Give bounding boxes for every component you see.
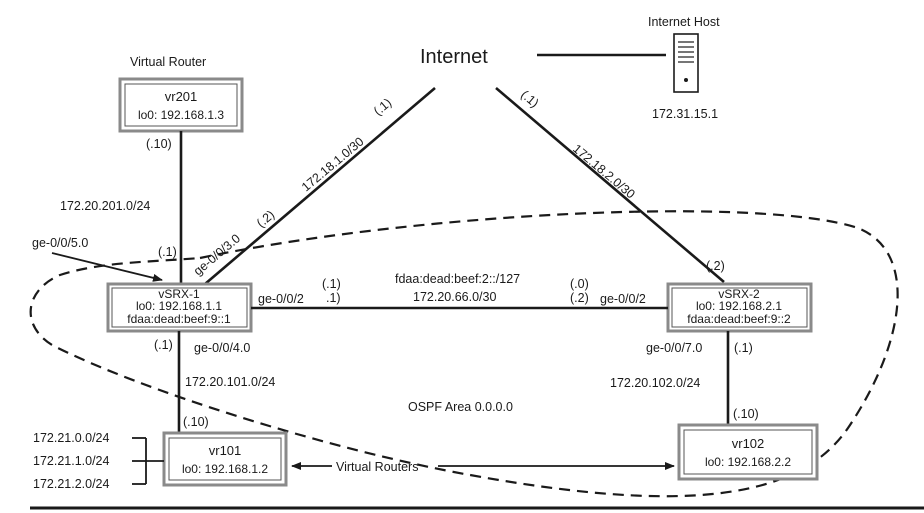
vr102-host-id: (.10) [733,407,759,421]
link-internet-to-vsrx2 [495,87,725,283]
vr101-attached-subnet: 172.21.1.0/24 [33,454,110,468]
vr102-node[interactable]: vr102 lo0: 192.168.2.2 [677,423,819,481]
internet-host-ip: 172.31.15.1 [652,107,718,121]
internet-host-title: Internet Host [648,15,720,29]
vsrx1-interface-ge-0-0-2: ge-0/0/2 [258,292,304,306]
internet-label: Internet [420,46,488,68]
vr201-host-id: (.10) [146,137,172,151]
virtual-routers-label: Virtual Routers [336,460,418,474]
internet-link2-top-host: (.1) [518,88,541,111]
vr101-name: vr101 [209,443,242,458]
internet-link1-subnet: 172.18.1.0/30 [299,134,367,194]
vr102-name: vr102 [732,436,765,451]
vr201-node[interactable]: vr201 lo0: 192.168.1.3 [118,77,244,133]
ge-0-0-5-arrow [51,252,163,282]
vr101-host-id: (.10) [183,415,209,429]
vsrx2-node[interactable]: vSRX-2 lo0: 192.168.2.1 fdaa:dead:beef:9… [666,282,813,333]
vsrx2-ipv6: fdaa:dead:beef:9::2 [687,312,791,326]
vsrx2-down-host-id: (.1) [734,341,753,355]
vr201-loopback: lo0: 192.168.1.3 [138,108,224,122]
internet-link2-subnet: 172.18.2.0/30 [570,142,638,202]
vsrx1-node[interactable]: vSRX-1 lo0: 192.168.1.1 fdaa:dead:beef:9… [106,282,253,333]
vr102-loopback: lo0: 192.168.2.2 [705,455,791,469]
vsrx1-name: vSRX-1 [158,287,200,301]
vr101-subnet: 172.20.101.0/24 [185,375,275,389]
vsrx1-up-host-id: (.1) [158,245,177,259]
vsrx1-interface-ge-0-0-5: ge-0/0/5.0 [32,236,88,250]
link-internet-to-vsrx1 [204,87,436,285]
vsrx1-down-host-id: (.1) [154,338,173,352]
vsrx1-loopback: lo0: 192.168.1.1 [136,299,222,313]
mid-ipv6-subnet: fdaa:dead:beef:2::/127 [395,272,520,286]
vsrx2-interface-ge-0-0-7: ge-0/0/7.0 [646,341,702,355]
vsrx1-interface-ge-0-0-4: ge-0/0/4.0 [194,341,250,355]
vr201-subnet: 172.20.201.0/24 [60,199,150,213]
mid-right-ipv6-host: (.0) [570,277,589,291]
mid-right-ipv4-host: (.2) [570,291,589,305]
vr101-node[interactable]: vr101 lo0: 192.168.1.2 [162,431,288,487]
vsrx2-interface-ge-0-0-2: ge-0/0/2 [600,292,646,306]
internet-link2-bottom-host: (.2) [706,259,725,273]
vsrx1-interface-ge-0-0-3: ge-0/0/3.0 [191,231,243,278]
vr102-subnet: 172.20.102.0/24 [610,376,700,390]
virtual-router-caption: Virtual Router [130,55,206,69]
vsrx2-name: vSRX-2 [718,287,760,301]
vr101-attached-subnet: 172.21.2.0/24 [33,477,110,491]
mid-left-ipv6-host: (.1) [322,277,341,291]
vr201-name: vr201 [165,89,198,104]
internet-link1-top-host: (.1) [371,96,394,119]
mid-ipv4-subnet: 172.20.66.0/30 [413,290,496,304]
vr101-attached-subnet: 172.21.0.0/24 [33,431,110,445]
server-icon [673,33,699,93]
mid-left-ipv4-host: .1) [326,291,341,305]
vr101-loopback: lo0: 192.168.1.2 [182,462,268,476]
subnet-bracket [132,437,164,485]
ospf-area-label: OSPF Area 0.0.0.0 [408,400,513,414]
vsrx2-loopback: lo0: 192.168.2.1 [696,299,782,313]
vsrx1-ipv6: fdaa:dead:beef:9::1 [127,312,231,326]
